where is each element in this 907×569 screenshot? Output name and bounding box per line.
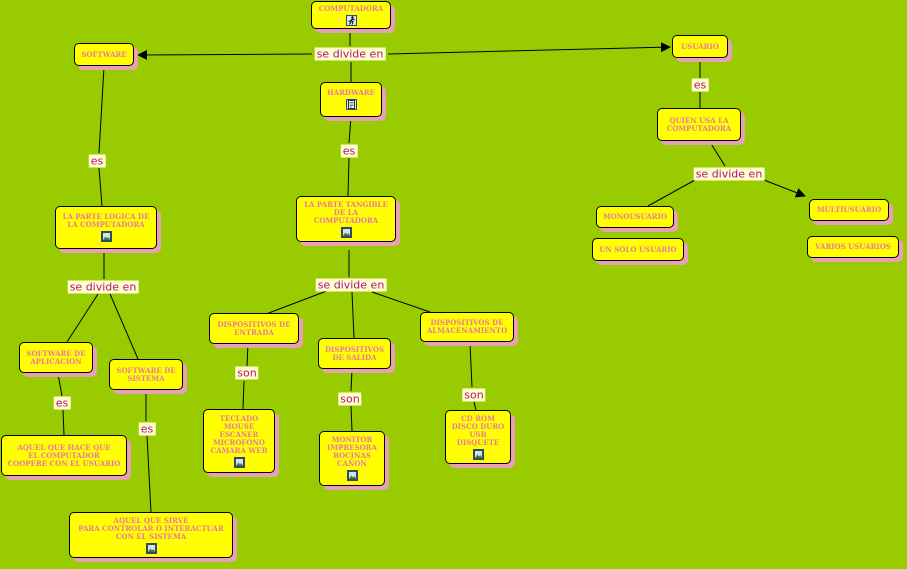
image-icon[interactable] [340, 226, 352, 238]
image-icon[interactable] [100, 231, 112, 242]
link-label-es[interactable]: es [53, 396, 71, 410]
node-software-sistema-label: SOFTWARE DE SISTEMA [116, 365, 176, 383]
node-dispositivos-salida-label: DISPOSITIVOS DE SALIDA [324, 344, 385, 362]
node-computadora[interactable]: COMPUTADORA [311, 1, 391, 29]
running-person-icon[interactable] [345, 14, 357, 26]
node-parte-logica[interactable]: LA PARTE LOGICA DE LA COMPUTADORA [55, 206, 157, 249]
node-cd-rom[interactable]: CD ROM DISCO DURO USB DISQUETE [445, 410, 511, 464]
node-dispositivos-entrada-label: DISPOSITIVOS DE ENTRADA [217, 319, 291, 337]
node-teclado-mouse[interactable]: TECLADO MOUSE ESCANER MICROFONO CAMARA W… [203, 409, 275, 473]
image-icon[interactable] [346, 470, 358, 481]
node-hardware-label: HARDWARE [327, 88, 375, 97]
node-multiusuario-label: MULTIUSUARIO [816, 205, 882, 214]
link-label-son[interactable]: son [235, 366, 259, 380]
link-label-es[interactable]: es [691, 78, 709, 92]
node-varios-usuarios[interactable]: VARIOS USUARIOS [807, 236, 899, 258]
node-quien-usa[interactable]: QUIEN USA LA COMPUTADORA [657, 108, 741, 141]
image-icon[interactable] [472, 448, 484, 460]
node-hardware[interactable]: HARDWARE [320, 82, 382, 117]
link-label-se-divide-en[interactable]: se divide en [693, 167, 765, 181]
link-label-se-divide-en[interactable]: se divide en [314, 47, 386, 61]
document-icon[interactable] [345, 99, 357, 110]
link-label-es[interactable]: es [138, 422, 156, 436]
node-un-solo-usuario[interactable]: UN SOLO USUARIO [592, 238, 684, 261]
link-label-se-divide-en[interactable]: se divide en [67, 280, 139, 294]
arrow-to-usuario [387, 42, 671, 55]
node-quien-usa-label: QUIEN USA LA COMPUTADORA [666, 115, 732, 133]
node-parte-logica-label: LA PARTE LOGICA DE LA COMPUTADORA [62, 212, 150, 229]
node-parte-tangible-label: LA PARTE TANGIBLE DE LA COMPUTADORA [304, 199, 388, 225]
node-usuario[interactable]: USUARIO [672, 35, 728, 58]
node-monitor-impresora[interactable]: MONITOR IMPRESORA BOCINAS CAÑON [319, 431, 385, 486]
link-label-se-divide-en[interactable]: se divide en [315, 278, 387, 292]
node-aquel-que-hace-label: AQUEL QUE HACE QUE EL COMPUTADOR COOPERE… [7, 442, 121, 468]
link-label-es[interactable]: es [340, 144, 358, 158]
node-dispositivos-entrada[interactable]: DISPOSITIVOS DE ENTRADA [209, 313, 299, 344]
node-software-aplicacion-label: SOFTWARE DE APLICACION [26, 348, 86, 366]
node-varios-usuarios-label: VARIOS USUARIOS [815, 242, 891, 251]
node-dispositivos-salida[interactable]: DISPOSITIVOS DE SALIDA [318, 338, 391, 369]
node-dispositivos-almacenamiento[interactable]: DISPOSITIVOS DE ALMACENAMIENTO [420, 312, 514, 342]
node-un-solo-usuario-label: UN SOLO USUARIO [599, 244, 677, 254]
node-aquel-que-sirve[interactable]: AQUEL QUE SIRVE PARA CONTROLAR O INTERAC… [69, 512, 233, 558]
node-teclado-mouse-label: TECLADO MOUSE ESCANER MICROFONO CAMARA W… [210, 413, 268, 455]
node-software-aplicacion[interactable]: SOFTWARE DE APLICACION [19, 342, 93, 373]
image-icon[interactable] [145, 542, 157, 554]
image-icon[interactable] [233, 456, 245, 468]
node-multiusuario[interactable]: MULTIUSUARIO [809, 199, 889, 221]
node-monousuario[interactable]: MONOUSUARIO [596, 206, 674, 228]
node-aquel-que-sirve-label: AQUEL QUE SIRVE PARA CONTROLAR O INTERAC… [78, 515, 224, 541]
node-usuario-label: USUARIO [681, 41, 719, 51]
node-software-sistema[interactable]: SOFTWARE DE SISTEMA [109, 359, 183, 390]
node-cd-rom-label: CD ROM DISCO DURO USB DISQUETE [451, 413, 505, 447]
node-aquel-que-hace[interactable]: AQUEL QUE HACE QUE EL COMPUTADOR COOPERE… [1, 435, 127, 476]
node-dispositivos-almacenamiento-label: DISPOSITIVOS DE ALMACENAMIENTO [426, 318, 508, 335]
node-parte-tangible[interactable]: LA PARTE TANGIBLE DE LA COMPUTADORA [296, 196, 396, 242]
node-software-label: SOFTWARE [81, 49, 127, 59]
node-computadora-label: COMPUTADORA [318, 3, 384, 13]
node-software[interactable]: SOFTWARE [74, 43, 134, 66]
node-monitor-impresora-label: MONITOR IMPRESORA BOCINAS CAÑON [327, 435, 377, 468]
node-monousuario-label: MONOUSUARIO [602, 212, 667, 221]
arrow-to-software [137, 49, 313, 60]
link-label-son[interactable]: son [338, 392, 362, 406]
link-label-es[interactable]: es [88, 154, 106, 168]
link-label-son[interactable]: son [462, 388, 486, 402]
